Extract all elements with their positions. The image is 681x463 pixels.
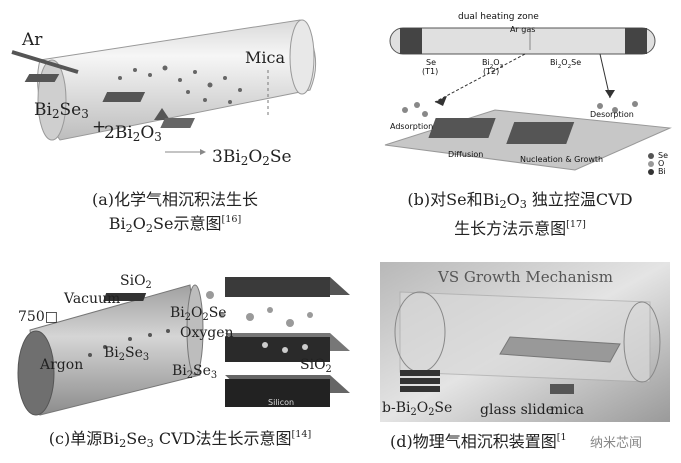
vs-mechanism-title: VS Growth Mechanism [438,268,613,286]
nucleation-label: Nucleation & Growth [520,155,604,164]
caption-b-line1: (b)对Se和Bi2O3 独立控温CVD [407,190,633,211]
single-source-illustration [17,277,350,416]
watermark: 纳米芯闻 [590,436,643,451]
dual-zone-illustration [384,27,672,175]
zone-label: dual heating zone [458,12,539,22]
caption-c: (c)单源Bi2Se3 CVD法生长示意图[14] [48,429,312,450]
diffusion-label: Diffusion [448,150,484,159]
caption-a-line1: (a)化学气相沉积法生长 [91,190,259,209]
plus-sign: + [92,117,107,137]
sio2-right-label: SiO2 [300,357,332,375]
pvd-setup-photo [380,262,670,422]
panel-a: Ar Mica Bi2Se3 + 2Bi2O3 3Bi2O2Se (a)化学气相… [0,0,340,235]
bi2se3-tube-label: Bi2Se3 [104,345,150,363]
t1-label: (T1) [422,67,439,76]
substrate-label-mica: Mica [245,48,285,67]
se-label: Se [426,58,436,67]
bi2se3-right-label: Bi2Se3 [172,363,218,381]
bi2o2se-label-c: Bi2O2Se [170,305,227,323]
adsorption-label: Adsorption [390,122,434,131]
legend-o: O [658,159,665,168]
silicon-label: Silicon [268,398,295,407]
glass-slide-label: glass slide [480,402,554,418]
caption-d: (d)物理气相沉积装置图[1 [390,432,567,451]
temperature-label: 750□ [18,309,58,325]
caption-a: (a)化学气相沉积法生长 Bi2O2Se示意图[16] [40,190,310,239]
caption-b: (b)对Se和Bi2O3 独立控温CVD 生长方法示意图[17] [370,190,670,239]
desorption-label: Desorption [590,110,634,119]
gas-label-ar: Ar [22,30,43,50]
bi2o3-label: Bi2O3 [482,58,504,70]
sio2-top-label: SiO2 [120,273,152,291]
legend-se: Se [658,151,668,160]
product-label: 3Bi2O2Se [212,147,292,168]
ar-gas-label: Ar gas [510,25,536,34]
t2-label: (T2) [483,67,500,76]
caption-a-line2: Bi2O2Se示意图[16] [108,214,242,235]
panel-b: dual heating zone Ar gas Se (T1) Bi2O3 (… [370,0,681,238]
mica-label: mica [550,402,584,418]
bi2o2se-label-d: b-Bi2O2Se [382,400,453,418]
reactant-label: Bi2Se3 [34,100,89,121]
bi2o2se-label: Bi2O2Se [550,58,582,70]
cvd-tube-illustration [11,19,317,155]
reactant-label-oxide: 2Bi2O3 [104,123,162,144]
legend-bi: Bi [658,167,666,176]
oxygen-label: Oxygen [180,325,234,341]
argon-label: Argon [40,357,84,373]
caption-b-line2: 生长方法示意图[17] [454,219,586,238]
panel-c: 750□ Vacuum SiO2 Bi2O2Se Oxygen Argon Bi… [0,255,360,463]
vacuum-label: Vacuum [64,291,121,307]
panel-d: VS Growth Mechanism b-Bi2O2Se glass slid… [380,262,670,462]
